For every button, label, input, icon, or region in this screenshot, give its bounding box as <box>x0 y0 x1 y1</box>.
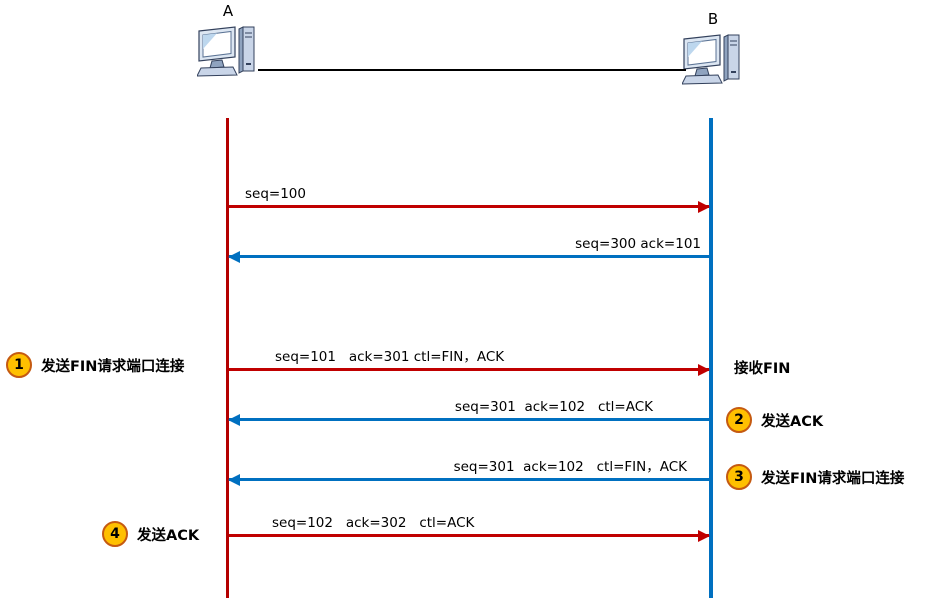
computer-icon-b <box>682 34 740 85</box>
lifeline-b <box>709 118 713 598</box>
arrow-head-right <box>698 529 710 542</box>
annotation-step-1-text: 发送FIN请求端口连接 <box>41 358 185 375</box>
annotation-receive-fin: 接收FIN <box>734 357 790 378</box>
annotation-step-2: 2 发送ACK <box>726 407 823 433</box>
step-4-number: 4 <box>110 526 120 542</box>
arrow-line <box>229 478 709 481</box>
annotation-step-4: 4 发送ACK <box>102 521 199 547</box>
step-1-badge: 1 <box>6 352 32 378</box>
message-ack-from-b: seq=301 ack=102 ctl=ACK <box>228 397 709 426</box>
message-label: seq=301 ack=102 ctl=ACK <box>454 399 653 415</box>
arrow-head-left <box>228 250 240 263</box>
message-seq100: seq=100 <box>229 184 710 213</box>
computer-icon-a <box>197 26 255 77</box>
arrow-line <box>229 255 709 258</box>
annotation-step-3: 3 发送FIN请求端口连接 <box>726 464 904 490</box>
message-seq300-ack101: seq=300 ack=101 <box>228 234 709 263</box>
message-label: seq=301 ack=102 ctl=FIN，ACK <box>453 459 687 475</box>
message-label: seq=101 ack=301 ctl=FIN，ACK <box>275 349 505 365</box>
step-4-badge: 4 <box>102 521 128 547</box>
arrow-head-right <box>698 363 710 376</box>
host-a: A <box>193 2 263 79</box>
step-2-number: 2 <box>734 412 744 428</box>
annotation-step-2-text: 发送ACK <box>761 413 824 430</box>
annotation-step-3-text: 发送FIN请求端口连接 <box>761 470 905 487</box>
annotation-step-1: 1 发送FIN请求端口连接 <box>6 352 184 378</box>
arrow-line <box>229 534 709 537</box>
message-label: seq=102 ack=302 ctl=ACK <box>272 515 475 531</box>
host-b-label: B <box>707 10 719 28</box>
arrow-head-left <box>228 413 240 426</box>
annotation-step-4-text: 发送ACK <box>137 527 200 544</box>
host-b: B <box>678 10 748 87</box>
message-ack-from-a: seq=102 ack=302 ctl=ACK <box>229 513 710 542</box>
annotation-receive-fin-text: 接收FIN <box>734 361 791 377</box>
message-label: seq=100 <box>245 186 306 202</box>
arrow-head-right <box>698 200 710 213</box>
host-a-label: A <box>222 2 234 20</box>
host-link-line <box>258 69 686 71</box>
message-fin-from-b: seq=301 ack=102 ctl=FIN，ACK <box>228 457 709 486</box>
step-3-badge: 3 <box>726 464 752 490</box>
arrow-head-left <box>228 473 240 486</box>
lifeline-a <box>226 118 229 598</box>
arrow-line <box>229 418 709 421</box>
message-fin-from-a: seq=101 ack=301 ctl=FIN，ACK <box>229 347 710 376</box>
arrow-line <box>229 205 709 208</box>
arrow-line <box>229 368 709 371</box>
step-2-badge: 2 <box>726 407 752 433</box>
step-1-number: 1 <box>14 357 24 373</box>
step-3-number: 3 <box>734 469 744 485</box>
message-label: seq=300 ack=101 <box>575 236 701 252</box>
